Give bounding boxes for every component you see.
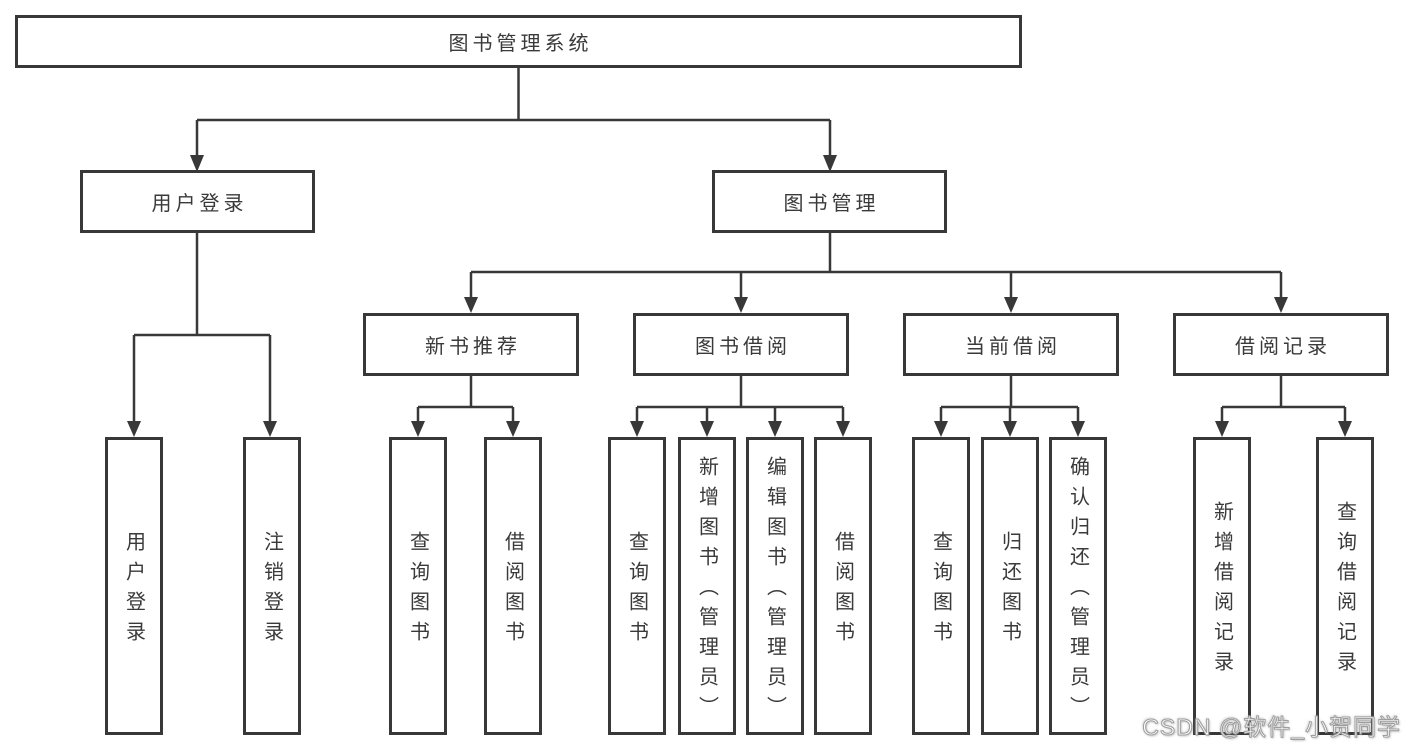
node-borrow-records: 借阅记录 [1173, 313, 1389, 376]
leaf-edit-books-admin: 编辑图书（管理员） [746, 437, 804, 735]
node-user-login: 用户登录 [80, 170, 315, 233]
leaf-label: 查询图书 [406, 531, 429, 651]
connector-userlogin-to-leaves [132, 233, 272, 423]
leaf-return-books: 归还图书 [981, 437, 1039, 735]
leaf-label: 新增图书（管理员） [695, 456, 718, 726]
arrow-down-icon [768, 421, 782, 437]
leaf-label: 查询图书 [929, 531, 952, 651]
arrow-down-icon [630, 421, 644, 437]
leaf-label: 借阅图书 [501, 531, 524, 651]
connector-records-to-leaves [1220, 376, 1347, 423]
leaf-query-books-current: 查询图书 [912, 437, 970, 735]
arrow-down-icon [700, 421, 714, 437]
arrow-down-icon [1071, 421, 1085, 437]
leaf-query-books-borrow: 查询图书 [608, 437, 666, 735]
leaf-query-borrow-record: 查询借阅记录 [1316, 437, 1374, 735]
arrow-down-icon [1004, 297, 1018, 313]
arrow-down-icon [1274, 297, 1288, 313]
connector-bookmgmt-to-level3 [469, 233, 1283, 299]
leaf-add-borrow-record: 新增借阅记录 [1193, 437, 1251, 735]
connector-bookborrow-to-leaves [635, 376, 845, 423]
arrow-down-icon [127, 421, 141, 437]
leaf-label: 查询图书 [625, 531, 648, 651]
leaf-add-books-admin: 新增图书（管理员） [678, 437, 736, 735]
leaf-label: 查询借阅记录 [1333, 501, 1356, 681]
arrow-down-icon [506, 421, 520, 437]
leaf-label: 用户登录 [122, 531, 145, 651]
leaf-query-books-recommend: 查询图书 [389, 437, 447, 735]
node-current-borrow: 当前借阅 [903, 313, 1119, 376]
node-root-system: 图书管理系统 [15, 15, 1022, 68]
arrow-down-icon [464, 297, 478, 313]
arrow-down-icon [411, 421, 425, 437]
leaf-label: 确认归还（管理员） [1066, 456, 1089, 726]
connector-newbooks-to-leaves [416, 376, 515, 423]
leaf-label: 新增借阅记录 [1210, 501, 1233, 681]
arrow-down-icon [1338, 421, 1352, 437]
arrow-down-icon [263, 421, 277, 437]
arrow-down-icon [1003, 421, 1017, 437]
node-new-book-recommend: 新书推荐 [363, 313, 579, 376]
arrow-down-icon [934, 421, 948, 437]
leaf-user-login: 用户登录 [105, 437, 163, 735]
leaf-label: 归还图书 [998, 531, 1021, 651]
connector-root-to-level2 [195, 68, 832, 158]
node-book-management: 图书管理 [712, 170, 947, 233]
connector-currentborrow-to-leaves [939, 376, 1080, 423]
leaf-label: 注销登录 [260, 531, 283, 651]
leaf-label: 借阅图书 [831, 531, 854, 651]
arrow-down-icon [836, 421, 850, 437]
leaf-logout: 注销登录 [243, 437, 301, 735]
csdn-watermark: CSDN @软件_小贺同学 [1142, 714, 1401, 741]
arrow-down-icon [734, 297, 748, 313]
node-book-borrow: 图书借阅 [633, 313, 849, 376]
leaf-confirm-return-admin: 确认归还（管理员） [1049, 437, 1107, 735]
leaf-borrow-books-recommend: 借阅图书 [484, 437, 542, 735]
arrow-down-icon [1215, 421, 1229, 437]
leaf-borrow-books: 借阅图书 [814, 437, 872, 735]
leaf-label: 编辑图书（管理员） [763, 456, 786, 726]
